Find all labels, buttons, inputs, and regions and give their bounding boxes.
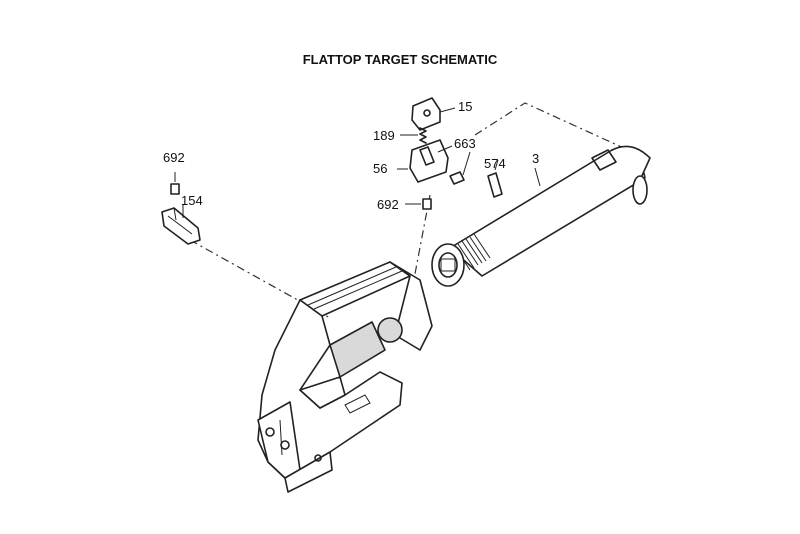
label-part-3: 3 [532,151,539,166]
upper-receiver-part [257,261,433,493]
rear-sight-base-part [397,139,453,183]
nut-part-left [170,172,180,195]
label-part-692-right: 692 [377,197,399,212]
spring-part [400,127,427,144]
leader-barrel-to-upper [474,102,651,161]
screw-part [449,151,471,185]
rail-section-part [161,205,201,245]
label-part-154: 154 [181,193,203,208]
nut-part-right [405,198,432,210]
label-part-189: 189 [373,128,395,143]
leader-barrel-label [534,167,541,187]
rear-sight-aperture-part [411,97,456,131]
label-part-663: 663 [454,136,476,151]
pin-part [487,159,503,198]
label-part-692-left: 692 [163,150,185,165]
diagram-title: FLATTOP TARGET SCHEMATIC [302,52,498,67]
label-part-15: 15 [458,99,472,114]
label-part-574: 574 [484,156,506,171]
label-part-56: 56 [373,161,387,176]
barrel-part [431,145,651,287]
